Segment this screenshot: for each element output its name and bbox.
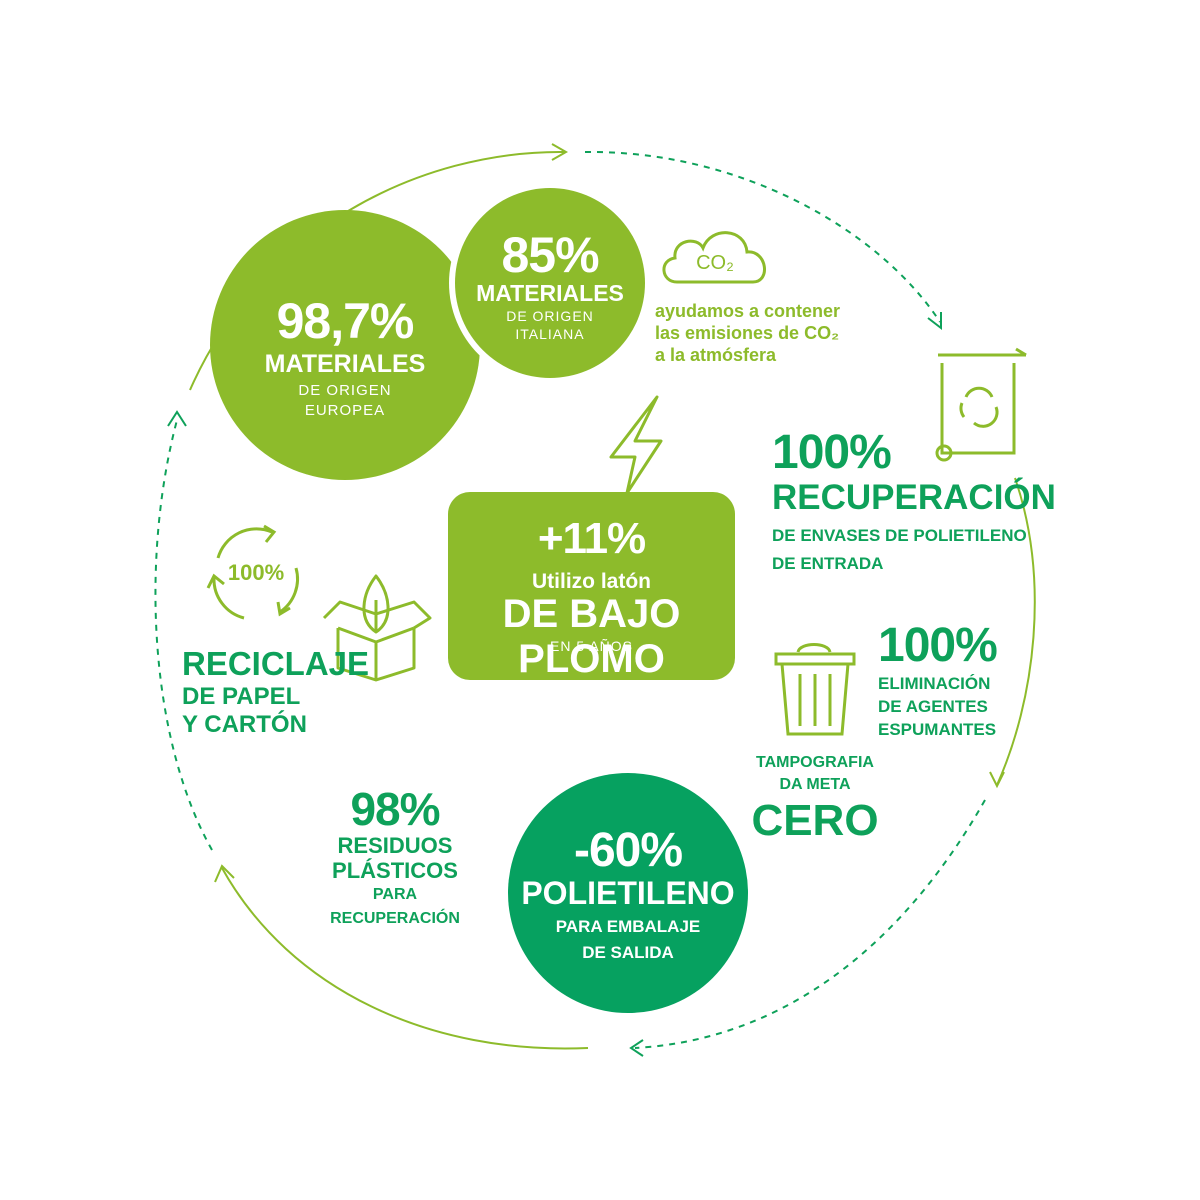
cloud-icon: CO₂: [655, 222, 775, 288]
italy-sub2: ITALIANA: [515, 326, 585, 342]
recycle-bin-icon: [935, 347, 1027, 462]
italy-circle: 85% MATERIALES DE ORIGEN ITALIANA: [455, 188, 645, 378]
paper-recycle-icon: 100%: [200, 518, 312, 630]
brass-headline: DE BAJO PLOMO: [502, 592, 681, 681]
cloud-co2-label: CO₂: [696, 252, 734, 274]
italy-label: MATERIALES: [476, 280, 624, 306]
paper-label: RECICLAJE: [182, 645, 370, 682]
foaming-line3: ESPUMANTES: [878, 720, 997, 739]
recovery-label: RECUPERACIÓN: [772, 478, 1056, 517]
co2-line2: las emisiones de CO₂: [655, 323, 840, 343]
plastics-line3: PARA: [372, 886, 418, 903]
brass-label: Utilizo latón: [532, 570, 651, 593]
paper-sub1: DE PAPEL: [182, 683, 301, 710]
arc-bottom-solid: [221, 867, 589, 1050]
co2-line1: ayudamos a contener: [655, 301, 841, 321]
italy-sub1: DE ORIGEN: [506, 308, 594, 324]
recovery-sub1: DE ENVASES DE POLIETILENO: [772, 526, 1027, 545]
paper-block: RECICLAJE DE PAPEL Y CARTÓN: [182, 645, 370, 739]
polyethylene-sub1: PARA EMBALAJE: [555, 917, 701, 936]
paper-icon-value: 100%: [227, 560, 285, 585]
foaming-block: 100% ELIMINACIÓN DE AGENTES ESPUMANTES: [878, 620, 1058, 741]
arc-left-dashed: [154, 419, 213, 851]
europe-label: MATERIALES: [264, 350, 426, 378]
brass-box: +11% Utilizo latón DE BAJO PLOMO EN 5 AÑ…: [448, 492, 735, 681]
polyethylene-label: POLIETILENO: [521, 875, 735, 911]
polyethylene-circle: -60% POLIETILENO PARA EMBALAJE DE SALIDA: [508, 773, 748, 1013]
italy-value: 85%: [501, 227, 599, 283]
plastics-value: 98%: [350, 783, 440, 835]
arc-right-solid: [996, 477, 1036, 786]
plastics-line2: PLÁSTICOS: [332, 858, 458, 883]
recovery-sub2: DE ENTRADA: [772, 554, 884, 573]
foaming-line1: ELIMINACIÓN: [878, 674, 991, 693]
arrowhead-bottom: [214, 864, 235, 883]
co2-line3: a la atmósfera: [655, 345, 777, 365]
co2-text: ayudamos a contener las emisiones de CO₂…: [655, 300, 840, 366]
brass-sub: EN 5 AÑOS: [550, 638, 633, 654]
europe-sub2: EUROPEA: [304, 402, 386, 419]
lightning-icon: [609, 395, 663, 495]
europe-value: 98,7%: [276, 293, 415, 349]
foaming-value: 100%: [878, 619, 998, 672]
zero-line2: DA META: [779, 776, 851, 793]
polyethylene-value: -60%: [573, 824, 683, 877]
trash-icon: [774, 643, 856, 736]
europe-circle: 98,7% MATERIALES DE ORIGEN EUROPEA: [210, 210, 480, 480]
plastics-line1: RESIDUOS: [337, 833, 453, 858]
arc-bottomright-dashed: [634, 799, 986, 1049]
arc-topright-dashed: [584, 150, 941, 323]
polyethylene-sub2: DE SALIDA: [582, 943, 674, 962]
plastics-block: 98% RESIDUOS PLÁSTICOS PARA RECUPERACIÓN: [315, 785, 475, 931]
box-leaf-icon: [322, 574, 432, 682]
brass-value: +11%: [537, 514, 646, 563]
arrowhead-top: [551, 143, 569, 161]
arrowhead-right: [989, 771, 1005, 789]
zero-headline: CERO: [751, 796, 879, 845]
paper-sub2: Y CARTÓN: [182, 711, 307, 738]
recovery-value: 100%: [772, 426, 892, 479]
europe-sub1: DE ORIGEN: [298, 382, 392, 399]
plastics-line4: RECUPERACIÓN: [330, 910, 460, 927]
foaming-line2: DE AGENTES: [878, 697, 988, 716]
zero-line1: TAMPOGRAFIA: [756, 754, 874, 771]
zero-block: TAMPOGRAFIA DA META CERO: [740, 752, 890, 846]
recovery-block: 100% RECUPERACIÓN DE ENVASES DE POLIETIL…: [772, 428, 1072, 578]
